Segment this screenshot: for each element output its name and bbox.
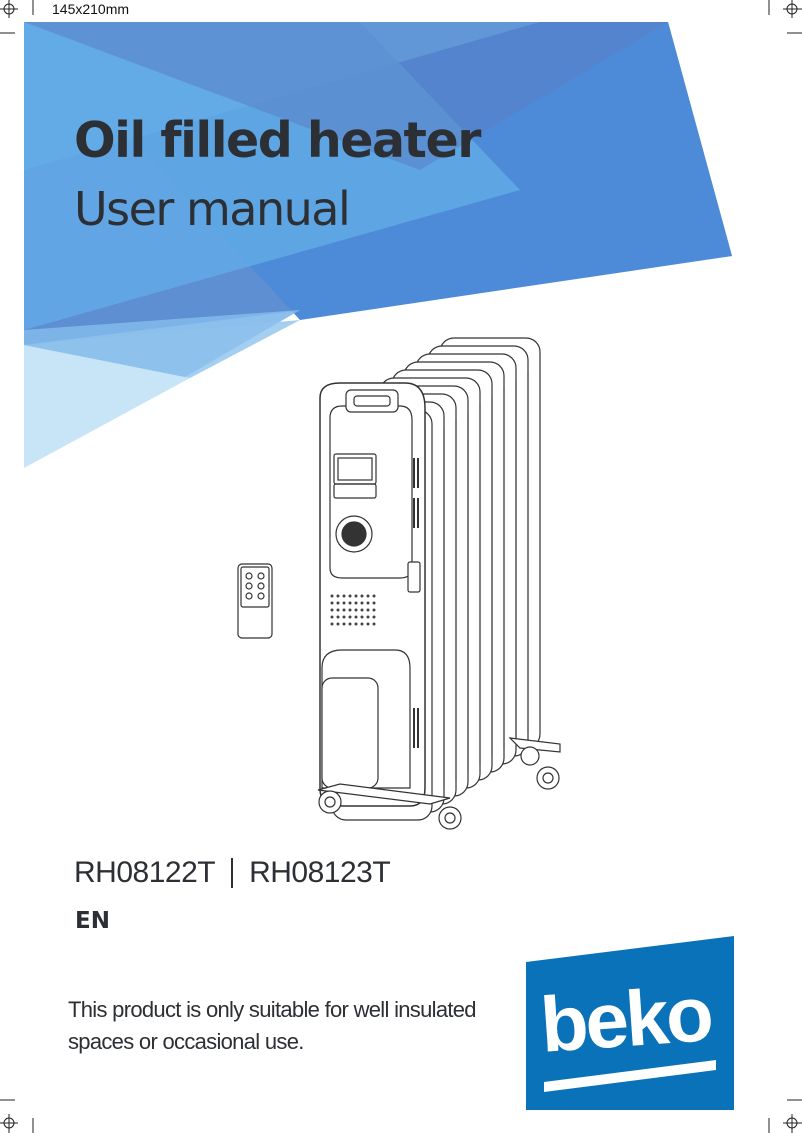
page-subtitle: User manual bbox=[74, 182, 351, 236]
model-numbers: RH08122T RH08123T bbox=[74, 856, 391, 890]
brand-logo: beko bbox=[526, 936, 734, 1110]
crosshair-icon bbox=[0, 1114, 18, 1133]
svg-text:beko: beko bbox=[538, 969, 714, 1069]
crosshair-icon bbox=[0, 0, 18, 18]
model-number: RH08123T bbox=[249, 856, 391, 889]
heater-illustration bbox=[237, 337, 561, 830]
cover-banner bbox=[24, 22, 732, 468]
model-separator bbox=[231, 858, 234, 888]
usage-notice-line: This product is only suitable for well i… bbox=[68, 997, 477, 1022]
remote-control-illustration bbox=[237, 563, 273, 639]
language-code: EN bbox=[75, 908, 110, 934]
crosshair-icon bbox=[783, 0, 802, 18]
usage-notice: This product is only suitable for well i… bbox=[68, 994, 508, 1058]
page-title: Oil filled heater bbox=[74, 112, 481, 169]
print-size-label: 145x210mm bbox=[52, 1, 130, 17]
model-number: RH08122T bbox=[74, 856, 216, 889]
crosshair-icon bbox=[783, 1114, 802, 1133]
usage-notice-line: spaces or occasional use. bbox=[68, 1029, 304, 1054]
